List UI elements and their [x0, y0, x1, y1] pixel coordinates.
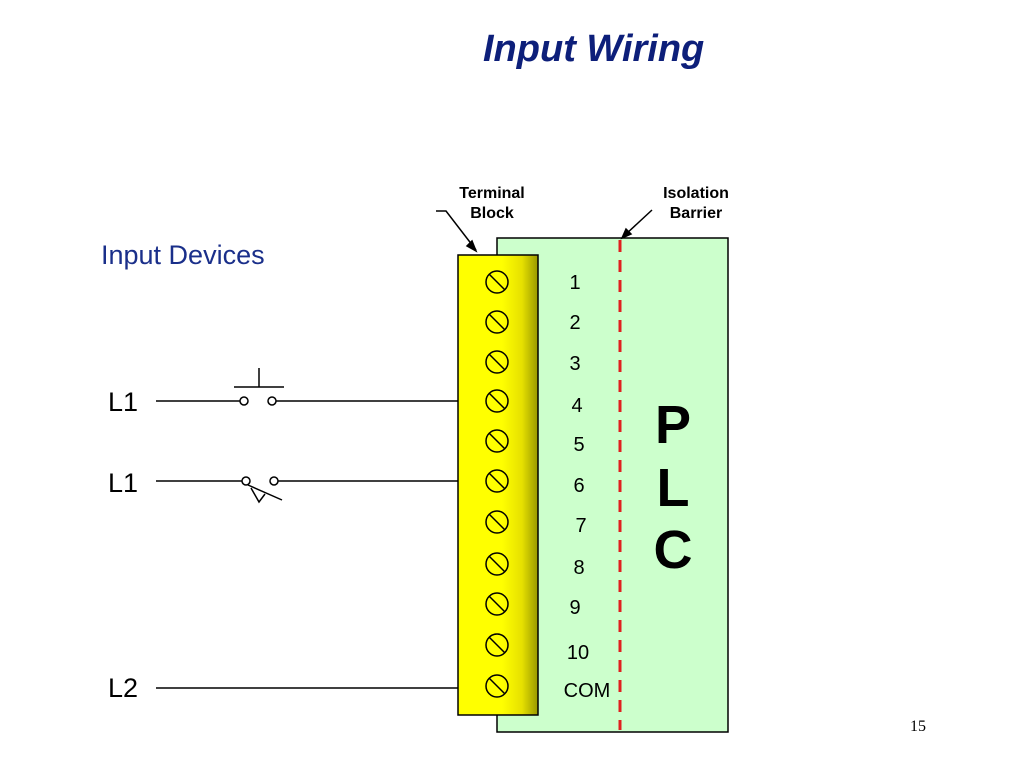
isolation-barrier-leader	[620, 209, 653, 240]
limit-switch-arm	[247, 484, 283, 501]
pushbutton-contact-left	[239, 396, 249, 406]
terminal-screw-2	[485, 310, 509, 334]
plc-letters: P L C	[654, 395, 693, 580]
pushbutton-circuit	[156, 368, 458, 406]
terminal-block-label-line2: Block	[470, 205, 514, 222]
terminal-screw-7	[485, 510, 509, 534]
slide-title-text: Input Wiring	[483, 28, 705, 70]
isolation-barrier-label-line2: Barrier	[669, 205, 723, 222]
limit-switch-contact-left	[241, 476, 251, 486]
terminal-number-2: 2	[569, 312, 580, 334]
terminal-number-4: 4	[571, 395, 582, 417]
terminal-number-10: 10	[567, 642, 589, 664]
terminal-screws	[485, 270, 509, 698]
terminal-number-8: 8	[573, 557, 584, 579]
terminal-screw-9	[485, 592, 509, 616]
terminal-block-leader	[436, 210, 478, 253]
terminal-screw-5	[485, 429, 509, 453]
input-devices-label: Input Devices	[101, 240, 265, 270]
isolation-barrier-callout: Isolation Barrier	[644, 184, 748, 224]
terminal-screw-com	[485, 674, 509, 698]
terminal-screw-4	[485, 389, 509, 413]
plc-letter-c: C	[654, 520, 693, 580]
terminal-number-5: 5	[573, 434, 584, 456]
terminal-screw-3	[485, 350, 509, 374]
line-label-l2: L2	[108, 673, 139, 703]
page-number: 15	[910, 718, 926, 735]
line-label-l1-limit-switch: L1	[108, 468, 139, 498]
terminal-screw-8	[485, 552, 509, 576]
terminal-numbers: 1 2 3 4 5 6 7 8 9 10 COM	[564, 272, 611, 702]
terminal-number-1: 1	[569, 272, 580, 294]
limit-switch-contact-right	[269, 476, 279, 486]
plc-letter-l: L	[657, 458, 690, 518]
terminal-screw-6	[485, 469, 509, 493]
limit-switch-circuit	[156, 476, 458, 504]
terminal-number-9: 9	[569, 597, 580, 619]
terminal-block-label-line1: Terminal	[459, 185, 525, 202]
terminal-screw-10	[485, 633, 509, 657]
terminal-number-6: 6	[573, 475, 584, 497]
limit-switch-actuator	[250, 487, 266, 504]
isolation-barrier-label-line1: Isolation	[663, 185, 729, 202]
terminal-block	[457, 254, 539, 716]
terminal-block-callout: Terminal Block	[440, 184, 544, 224]
plc-letter-p: P	[655, 395, 691, 455]
terminal-number-com: COM	[564, 680, 611, 702]
terminal-number-3: 3	[569, 353, 580, 375]
pushbutton-contact-right	[267, 396, 277, 406]
terminal-number-7: 7	[575, 515, 586, 537]
line-label-l1-pushbutton: L1	[108, 387, 139, 417]
terminal-screw-1	[485, 270, 509, 294]
